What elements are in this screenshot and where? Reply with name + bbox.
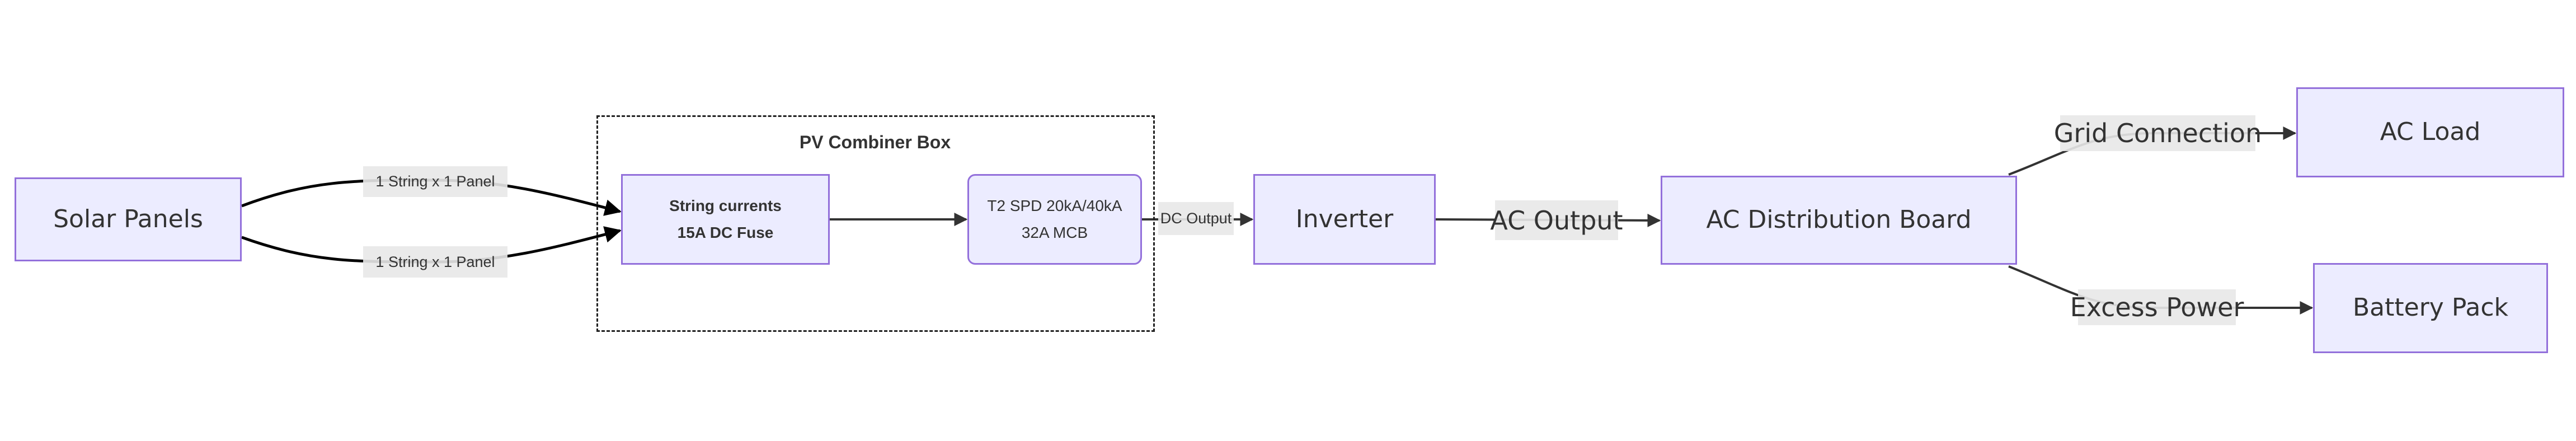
edge-label-grid-connection: Grid Connection [2054,115,2262,151]
edge-label-dc-output: DC Output [1158,202,1234,235]
node-inverter[interactable]: Inverter [1253,174,1436,265]
node-spd-mcb[interactable]: T2 SPD 20kA/40kA 32A MCB [967,174,1142,265]
cluster-title: PV Combiner Box [799,132,951,152]
pv-combiner-box-cluster [596,115,1155,332]
node-line-2: 32A MCB [1021,224,1088,241]
node-label: AC Distribution Board [1706,205,1972,234]
node-line-1: String currents [669,197,782,214]
node-label: Inverter [1295,204,1394,233]
edge-label-string-2: 1 String x 1 Panel [363,246,507,278]
edge-label-ac-output: AC Output [1490,200,1623,240]
node-label: AC Load [2380,118,2481,147]
node-solar-panels[interactable]: Solar Panels [15,177,242,261]
node-string-fuse[interactable]: String currents 15A DC Fuse [621,174,830,265]
node-ac-load[interactable]: AC Load [2296,87,2564,177]
node-line-2: 15A DC Fuse [677,224,774,241]
node-ac-distribution-board[interactable]: AC Distribution Board [1661,176,2017,265]
edge-label-excess-power: Excess Power [2070,289,2244,325]
edge-label-string-1: 1 String x 1 Panel [363,166,507,197]
node-line-1: T2 SPD 20kA/40kA [987,197,1122,214]
node-battery-pack[interactable]: Battery Pack [2313,263,2548,353]
node-label: Solar Panels [53,204,203,233]
node-label: Battery Pack [2352,293,2509,322]
